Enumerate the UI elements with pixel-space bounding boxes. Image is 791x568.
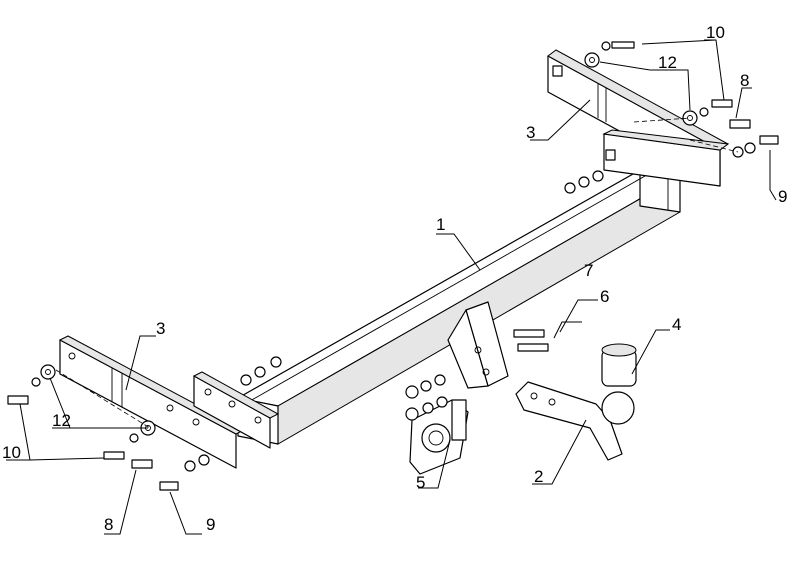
label-part-1: 1 — [436, 215, 445, 234]
label-part-5: 5 — [416, 473, 425, 492]
label-part-10-right: 10 — [706, 23, 725, 42]
fasteners-right — [564, 41, 779, 194]
left-bracket-inner — [192, 371, 280, 449]
socket-plate — [409, 399, 469, 475]
right-bracket-lower — [602, 129, 730, 187]
ball-neck — [515, 381, 623, 461]
label-part-4: 4 — [672, 315, 681, 334]
label-part-3-right: 3 — [526, 123, 535, 142]
label-part-6: 6 — [600, 287, 609, 306]
label-part-7: 7 — [584, 261, 593, 280]
label-part-8-right: 8 — [740, 71, 749, 90]
label-part-9-left: 9 — [206, 515, 215, 534]
fasteners-center — [405, 329, 549, 421]
label-part-8-left: 8 — [104, 515, 113, 534]
label-part-12-right: 12 — [658, 53, 677, 72]
leader-lines — [6, 39, 777, 535]
center-mounting-plate — [447, 301, 509, 389]
label-part-2: 2 — [534, 467, 543, 486]
label-part-10-left: 10 — [2, 443, 21, 462]
label-part-12-left: 12 — [52, 411, 71, 430]
label-part-9-right: 9 — [778, 187, 787, 206]
fasteners-left — [7, 356, 282, 491]
label-part-3-left: 3 — [156, 319, 165, 338]
tow-ball — [601, 343, 637, 425]
